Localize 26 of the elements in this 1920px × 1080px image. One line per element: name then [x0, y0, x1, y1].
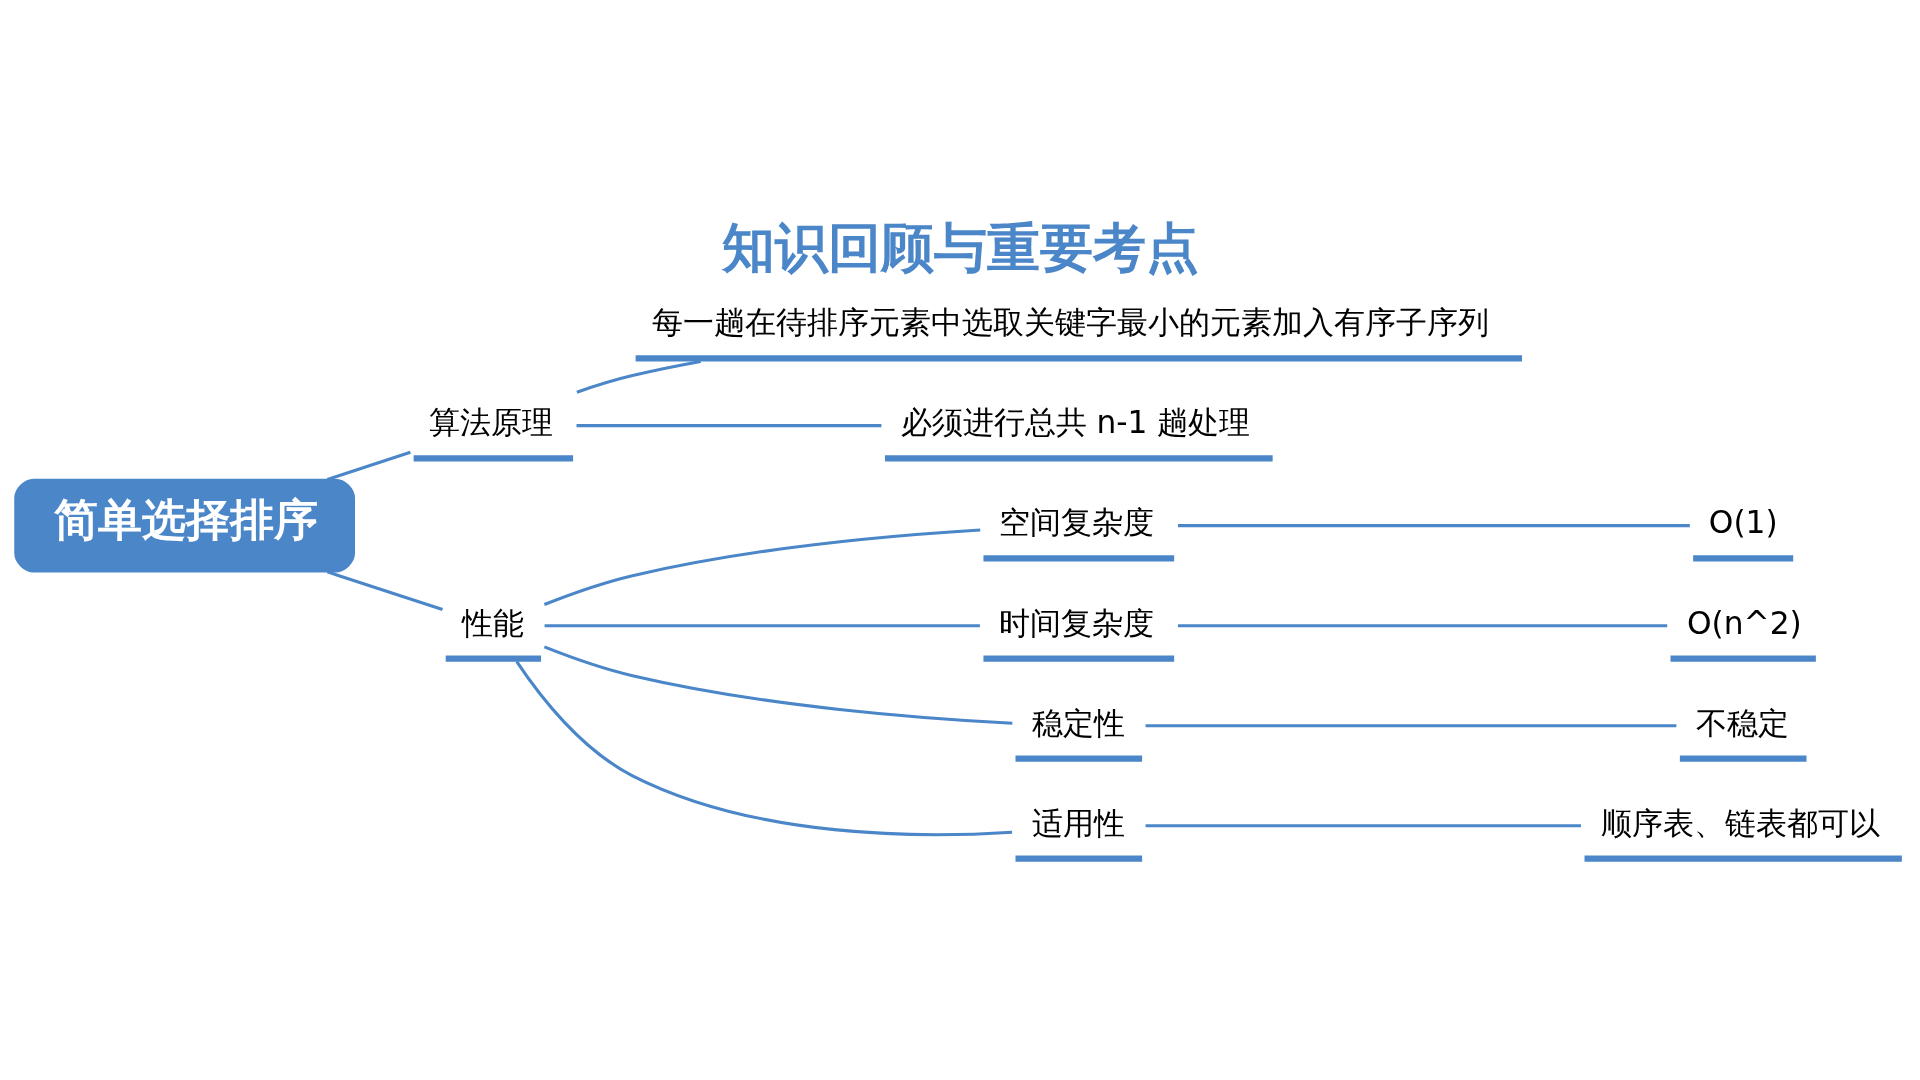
node-text: 性能 — [462, 604, 525, 641]
node-text: 算法原理 — [429, 403, 554, 440]
connector — [326, 450, 411, 481]
connector — [1177, 623, 1668, 627]
connector — [1177, 523, 1690, 527]
node-text: 必须进行总共 n-1 趟处理 — [900, 403, 1251, 440]
node-text: O(1) — [1708, 503, 1778, 540]
node-text: 顺序表、链表都可以 — [1600, 804, 1880, 841]
connector — [543, 527, 981, 606]
connector — [576, 359, 701, 394]
connector — [544, 623, 980, 627]
node-text: 时间复杂度 — [999, 604, 1155, 641]
node-text: 稳定性 — [1031, 704, 1125, 741]
node-box: 简单选择排序 — [14, 478, 355, 573]
connector — [576, 423, 882, 427]
node-text: 不稳定 — [1696, 704, 1790, 741]
connector — [1145, 823, 1581, 827]
node-text: 空间复杂度 — [999, 503, 1155, 540]
node-text: O(n^2) — [1686, 604, 1802, 641]
connector — [515, 660, 1013, 836]
connector — [1145, 723, 1677, 727]
connector — [326, 569, 443, 611]
node-text: 每一趟在待排序元素中选取关键字最小的元素加入有序子序列 — [652, 303, 1490, 340]
connector — [543, 644, 1013, 725]
diagram-title: 知识回顾与重要考点 — [722, 216, 1200, 279]
node-text: 适用性 — [1031, 804, 1125, 841]
